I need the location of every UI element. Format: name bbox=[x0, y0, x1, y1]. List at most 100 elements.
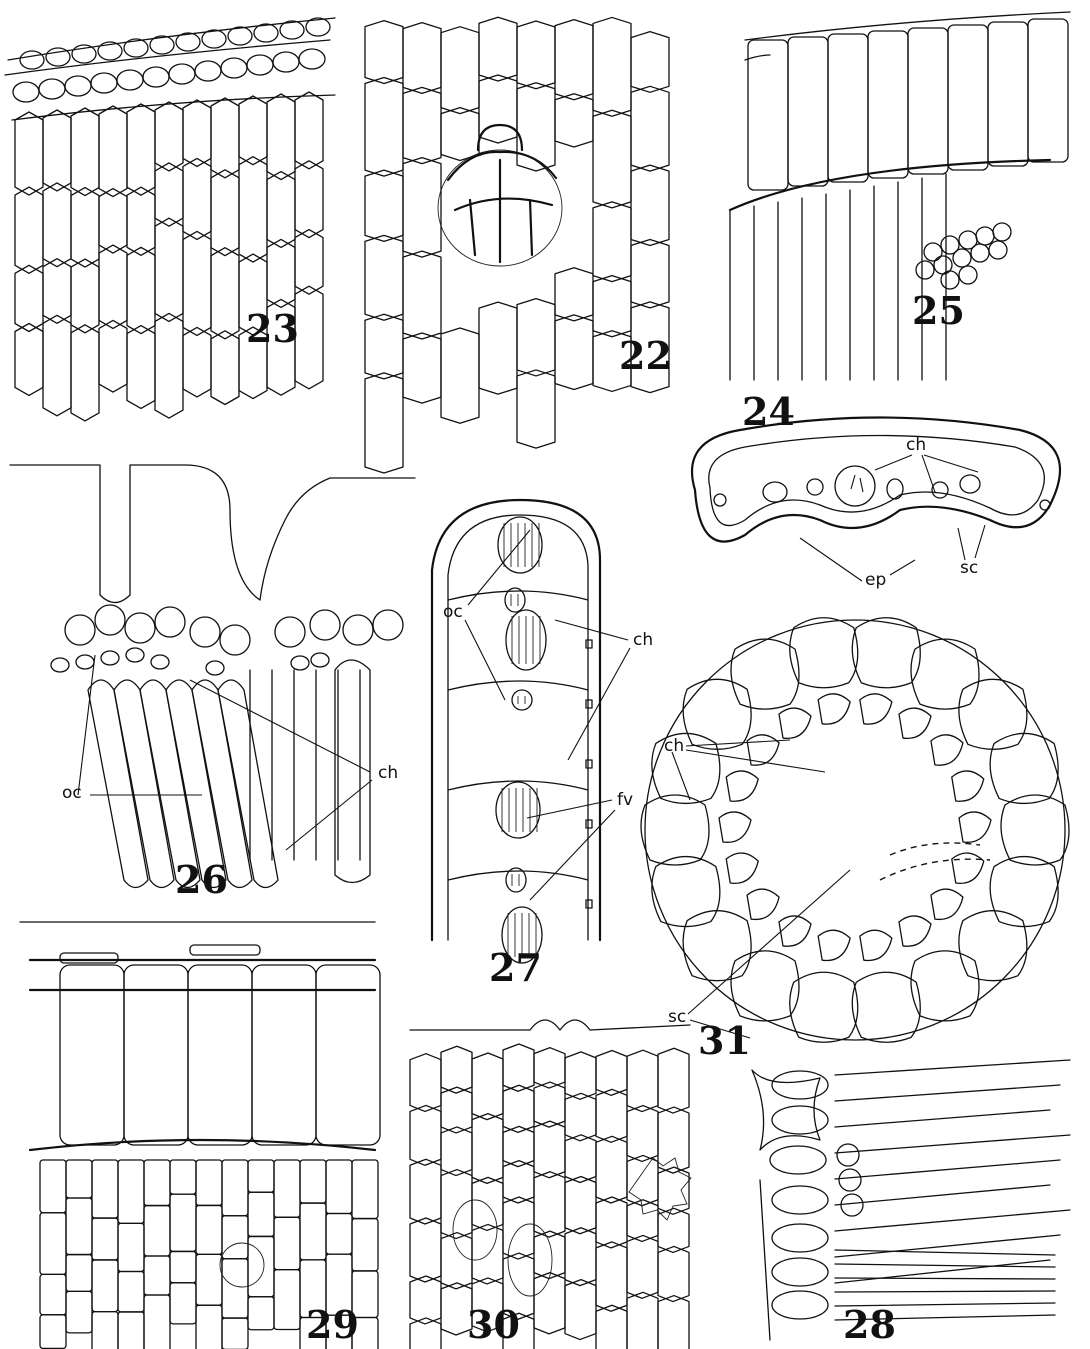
cell-wall bbox=[183, 100, 211, 166]
starch-grain bbox=[941, 271, 959, 289]
figure-number-23: 23 bbox=[246, 306, 299, 351]
chlorenchyma-lobe bbox=[911, 639, 979, 709]
cell-wall bbox=[295, 230, 323, 295]
outer-ring bbox=[645, 620, 1065, 1040]
chlorenchyma-lobe bbox=[731, 639, 799, 709]
cell-wall bbox=[144, 1256, 170, 1295]
fig27-label-ch: ch bbox=[633, 630, 653, 650]
cell-wall bbox=[43, 110, 71, 191]
cell-wall bbox=[479, 17, 517, 81]
cell-wall bbox=[365, 77, 403, 176]
cell-wall bbox=[658, 1296, 689, 1349]
cell-wall bbox=[503, 1085, 534, 1132]
inner-lobe bbox=[959, 812, 991, 842]
cell-wall bbox=[835, 1291, 1055, 1292]
epidermal-cell bbox=[46, 48, 70, 66]
starch-grain bbox=[976, 227, 994, 245]
cell-wall bbox=[92, 1160, 118, 1218]
epidermal-cell bbox=[247, 55, 273, 75]
cell-wall bbox=[472, 1177, 503, 1230]
cell-wall bbox=[658, 1107, 689, 1173]
cell-wall bbox=[631, 165, 669, 245]
cell-wall bbox=[835, 1110, 1050, 1127]
cell-wall bbox=[555, 20, 593, 100]
figure-29-drawing bbox=[20, 922, 380, 1349]
cell-wall bbox=[596, 1089, 627, 1142]
cell-wall bbox=[627, 1235, 658, 1298]
cell-wall bbox=[534, 1273, 565, 1334]
cell-wall bbox=[410, 1054, 441, 1112]
figure-23-drawing bbox=[5, 18, 335, 421]
epidermal-cell bbox=[65, 615, 95, 645]
pit bbox=[586, 760, 592, 768]
cell-wall bbox=[92, 1312, 118, 1349]
cell-wall bbox=[300, 1203, 326, 1260]
epidermal-cell bbox=[273, 52, 299, 72]
cell-wall bbox=[92, 1260, 118, 1312]
cell-wall bbox=[170, 1251, 196, 1282]
epidermal-cell bbox=[124, 39, 148, 57]
cell-wall bbox=[267, 239, 295, 307]
chlorenchyma-lobe bbox=[652, 733, 720, 803]
cell-wall bbox=[71, 188, 99, 267]
cell-wall bbox=[71, 259, 99, 333]
cell-wall bbox=[441, 1046, 472, 1093]
cell-wall bbox=[248, 1192, 274, 1236]
cell-wall bbox=[40, 1160, 66, 1213]
cell-wall bbox=[441, 1233, 472, 1289]
cell-wall bbox=[155, 313, 183, 418]
chlorenchyma-lobe bbox=[790, 618, 858, 688]
epidermal-cell bbox=[202, 30, 226, 48]
cell-wall bbox=[403, 333, 441, 403]
cell-wall bbox=[403, 23, 441, 94]
cell-wall bbox=[239, 157, 267, 262]
cell-wall bbox=[222, 1160, 248, 1216]
cell-wall bbox=[596, 1051, 627, 1096]
palisade-cell bbox=[828, 34, 868, 182]
starch-grain-cluster bbox=[916, 223, 1011, 289]
cell-wall bbox=[835, 1085, 1060, 1101]
cell-wall bbox=[365, 170, 403, 241]
inner-lobe bbox=[952, 771, 984, 801]
cell-wall bbox=[517, 370, 555, 448]
epidermal-cell bbox=[310, 610, 340, 640]
cell-wall bbox=[503, 1044, 534, 1091]
cell-wall bbox=[410, 1159, 441, 1224]
stoma-cell bbox=[291, 656, 309, 670]
starch-grain bbox=[971, 244, 989, 262]
cell-wall bbox=[144, 1160, 170, 1206]
fig24-label-sc: sc bbox=[960, 558, 978, 578]
cell-wall bbox=[555, 315, 593, 390]
epidermal-cell bbox=[373, 610, 403, 640]
cell-wall bbox=[118, 1312, 144, 1349]
cell-wall bbox=[627, 1155, 658, 1205]
cell-wall bbox=[144, 1295, 170, 1349]
epidermal-cell bbox=[195, 61, 221, 81]
cell-wall bbox=[40, 1315, 66, 1349]
cell-wall bbox=[517, 21, 555, 89]
cell-wall bbox=[555, 94, 593, 147]
cell bbox=[772, 1186, 828, 1214]
cell-wall bbox=[565, 1052, 596, 1099]
cell-wall bbox=[170, 1160, 196, 1194]
inner-lobe bbox=[726, 853, 758, 883]
cell-wall bbox=[155, 102, 183, 171]
cell-wall bbox=[517, 83, 555, 171]
fig31-label-sc: sc bbox=[668, 1007, 686, 1027]
cell-wall bbox=[631, 86, 669, 171]
inner-lobe bbox=[747, 889, 779, 919]
cell-wall bbox=[99, 106, 127, 197]
palisade-cell bbox=[60, 965, 124, 1145]
cell-wall bbox=[441, 1127, 472, 1176]
cell-wall bbox=[593, 110, 631, 208]
cell bbox=[772, 1258, 828, 1286]
epidermal-cell bbox=[280, 21, 304, 39]
cell-wall bbox=[92, 1218, 118, 1260]
figure-31-drawing bbox=[641, 618, 1069, 1043]
cell bbox=[772, 1224, 828, 1252]
figure-26-drawing bbox=[10, 465, 415, 888]
cell bbox=[839, 1169, 861, 1191]
cell-wall bbox=[835, 1260, 1050, 1283]
cell-wall bbox=[40, 1274, 66, 1314]
cell-wall bbox=[534, 1121, 565, 1178]
